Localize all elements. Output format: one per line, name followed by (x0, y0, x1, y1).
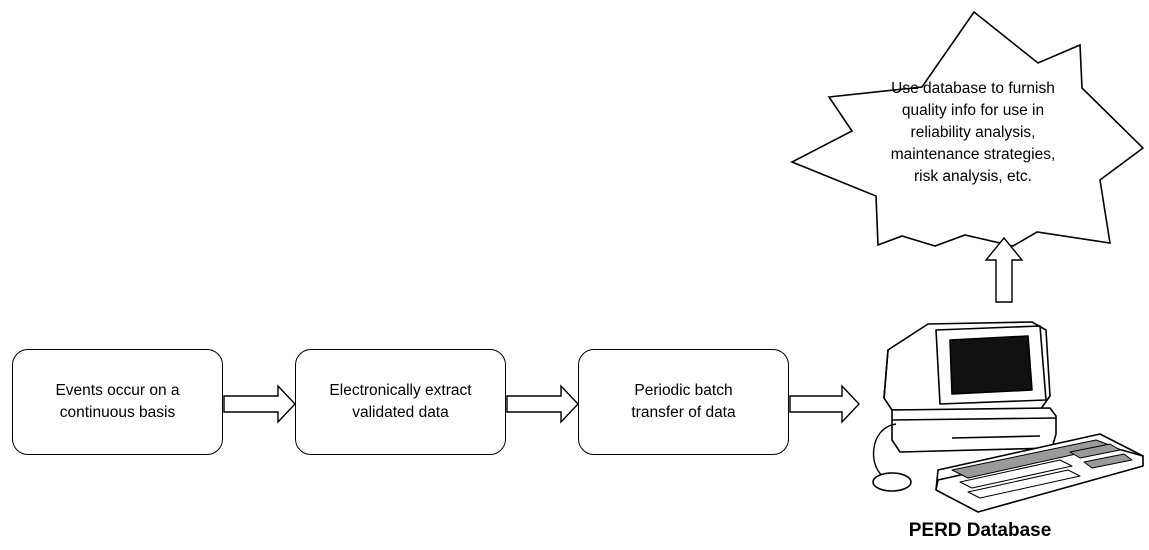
process-step-extract: Electronically extract validated data (295, 349, 506, 455)
arrow-right-icon (789, 384, 860, 424)
starburst-shape (790, 10, 1145, 247)
database-label: PERD Database (908, 520, 1052, 541)
process-step-transfer: Periodic batch transfer of data (578, 349, 789, 455)
computer-icon (872, 321, 1144, 513)
arrow-right-icon (223, 384, 296, 424)
outcome-text: Use database to furnish quality info for… (890, 80, 1056, 185)
process-step-events: Events occur on a continuous basis (12, 349, 223, 455)
arrow-right-icon (506, 384, 579, 424)
arrow-up-icon (984, 236, 1024, 303)
